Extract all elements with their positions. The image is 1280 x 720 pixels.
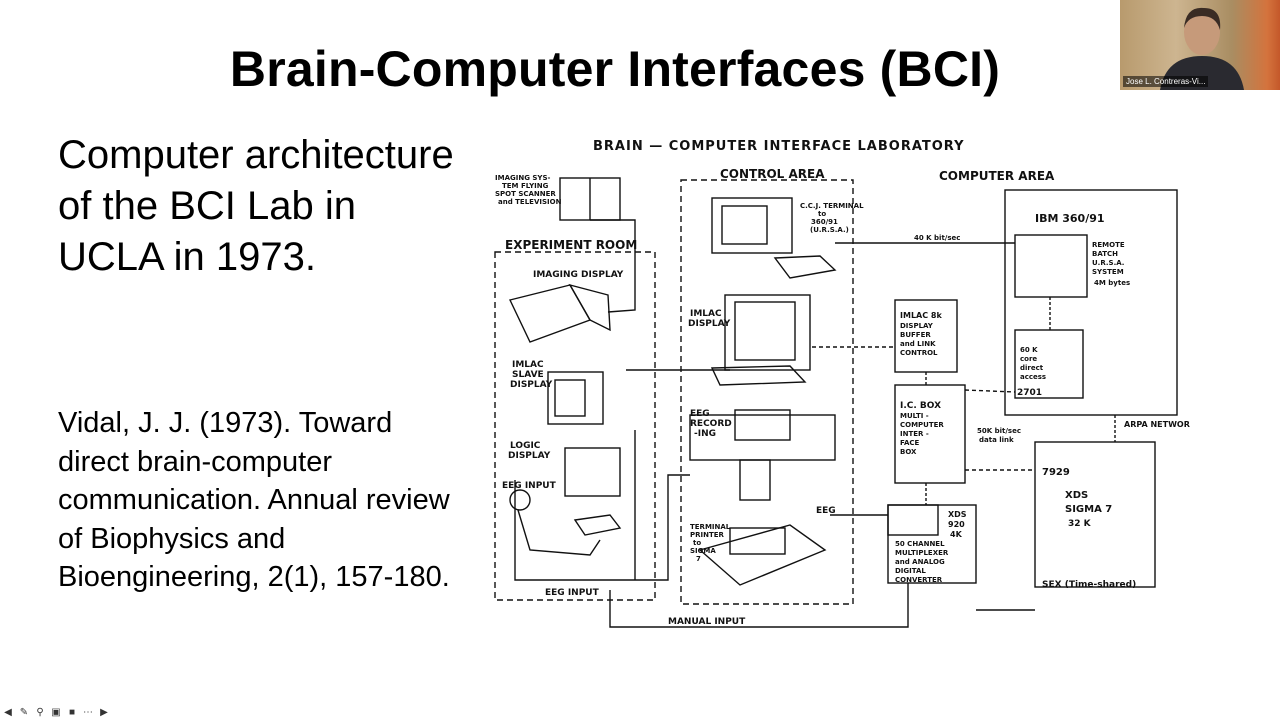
diagram-imaging-system-label: SPOT SCANNER <box>495 190 556 198</box>
diagram-remote-batch-label: SYSTEM <box>1092 268 1124 276</box>
diagram-eeg-input-label: EEG INPUT <box>502 481 557 491</box>
diagram-remote-batch-label: 4M bytes <box>1094 279 1130 287</box>
diagram-core-label: 2701 <box>1017 388 1042 398</box>
diagram-imaging-system-label: and TELEVISION <box>498 198 562 206</box>
diagram-imlac-display-label: IMLAC <box>690 309 722 319</box>
diagram-control-area-label: CONTROL AREA <box>720 167 825 181</box>
diagram-imlac-8k-label: CONTROL <box>900 349 938 357</box>
diagram-eeg-recording-label: EEG <box>690 409 710 419</box>
diagram-imlac-8k-label: BUFFER <box>900 331 931 339</box>
diagram-remote-batch-label: BATCH <box>1092 250 1118 258</box>
diagram-title: BRAIN — COMPUTER INTERFACE LABORATORY <box>593 139 965 154</box>
diagram-printer-label: PRINTER <box>690 531 725 539</box>
diagram-core-label: core <box>1020 355 1037 363</box>
diagram-ic-box-label: FACE <box>900 439 920 447</box>
bci-lab-diagram: BRAIN — COMPUTER INTERFACE LABORATORY CO… <box>490 130 1200 645</box>
more-options-icon[interactable]: ⋯ <box>83 706 93 718</box>
diagram-ibm-label: IBM 360/91 <box>1035 212 1105 225</box>
diagram-multiplexer-label: and ANALOG <box>895 558 945 566</box>
diagram-ic-box-label: I.C. BOX <box>900 401 941 411</box>
diagram-remote-batch-label: U.R.S.A. <box>1092 259 1124 267</box>
diagram-remote-batch-label: REMOTE <box>1092 241 1125 249</box>
diagram-ic-box-label: MULTI - <box>900 412 929 420</box>
diagram-multiplexer-label: 50 CHANNEL <box>895 540 945 548</box>
diagram-ccj-terminal-label: 360/91 <box>811 218 838 226</box>
presentation-toolbar: ◀ ✎ ⚲ ▣ ■ ⋯ ▶ <box>2 704 110 720</box>
slide-citation: Vidal, J. J. (1973). Toward direct brain… <box>58 407 450 593</box>
zoom-icon[interactable]: ⚲ <box>36 706 44 718</box>
diagram-arpa-label: ARPA NETWOR <box>1124 420 1190 429</box>
captions-icon[interactable]: ▣ <box>51 706 61 718</box>
participant-avatar <box>1160 7 1244 90</box>
camera-icon[interactable]: ■ <box>68 706 76 718</box>
diagram-multiplexer-label: DIGITAL <box>895 567 926 575</box>
diagram-xds920-label: XDS <box>948 510 967 519</box>
diagram-imaging-display-label: IMAGING DISPLAY <box>533 270 624 280</box>
diagram-experiment-room-label: EXPERIMENT ROOM <box>505 238 637 252</box>
diagram-printer-label: to <box>693 539 701 547</box>
diagram-imlac-8k-label: and LINK <box>900 340 936 348</box>
diagram-ic-box-label: BOX <box>900 448 917 456</box>
diagram-sigma-label: 7929 <box>1042 467 1070 478</box>
diagram-40k-link-label: 40 K bit/sec <box>914 234 960 242</box>
diagram-eeg-recording-label: -ING <box>694 429 716 439</box>
diagram-logic-display-label: LOGIC <box>510 441 541 451</box>
back-arrow-icon[interactable]: ◀ <box>4 706 12 718</box>
diagram-logic-display-label: DISPLAY <box>508 451 551 461</box>
diagram-sigma-label: XDS <box>1065 490 1088 501</box>
diagram-ccj-terminal-label: (U.R.S.A.) <box>810 226 849 234</box>
diagram-imlac-display-label: DISPLAY <box>688 319 731 329</box>
diagram-ccj-terminal-label: to <box>818 210 826 218</box>
slide-title: Brain-Computer Interfaces (BCI) <box>229 41 1001 97</box>
diagram-eeg-line-label: EEG <box>816 506 836 516</box>
diagram-xds920-label: 4K <box>950 530 963 539</box>
diagram-xds920-label: 920 <box>948 520 965 529</box>
diagram-ic-box-label: INTER - <box>900 430 929 438</box>
diagram-imlac-slave-label: SLAVE <box>512 370 544 380</box>
diagram-50k-link-label: 50K bit/sec <box>977 427 1021 435</box>
forward-arrow-icon[interactable]: ▶ <box>100 706 108 718</box>
diagram-printer-label: SIGMA <box>690 547 716 555</box>
diagram-imaging-system-label: TEM FLYING <box>502 182 549 190</box>
diagram-imlac-8k-label: IMLAC 8k <box>900 311 942 320</box>
slide-body-text: Computer architecture of the BCI Lab in … <box>58 133 454 279</box>
diagram-imaging-system-label: IMAGING SYS- <box>495 174 551 182</box>
diagram-eeg-recording-label: RECORD <box>690 419 732 429</box>
diagram-core-label: access <box>1020 373 1046 381</box>
participant-name: Jose L. Contreras-Vi... <box>1123 76 1209 87</box>
diagram-ccj-terminal-label: C.C.J. TERMINAL <box>800 202 864 210</box>
pen-icon[interactable]: ✎ <box>19 706 29 718</box>
diagram-50k-link-label: data link <box>979 436 1014 444</box>
participant-video-tile[interactable]: Jose L. Contreras-Vi... <box>1120 0 1280 90</box>
diagram-sex-label: SEX (Time-shared) <box>1042 580 1136 590</box>
diagram-eeg-input-bottom-label: EEG INPUT <box>545 588 600 598</box>
diagram-imlac-slave-label: DISPLAY <box>510 380 553 390</box>
diagram-imlac-8k-label: DISPLAY <box>900 322 934 330</box>
diagram-computer-area-label: COMPUTER AREA <box>939 169 1055 183</box>
diagram-printer-label: TERMINAL <box>690 523 731 531</box>
diagram-core-label: direct <box>1020 364 1044 372</box>
diagram-sigma-label: 32 K <box>1068 519 1092 529</box>
diagram-core-label: 60 K <box>1020 346 1038 354</box>
diagram-manual-input-label: MANUAL INPUT <box>668 617 746 627</box>
diagram-imlac-slave-label: IMLAC <box>512 360 544 370</box>
diagram-sigma-label: SIGMA 7 <box>1065 504 1112 515</box>
diagram-multiplexer-label: CONVERTER <box>895 576 943 584</box>
diagram-multiplexer-label: MULTIPLEXER <box>895 549 949 557</box>
diagram-printer-label: 7 <box>696 555 701 563</box>
diagram-ic-box-label: COMPUTER <box>900 421 944 429</box>
